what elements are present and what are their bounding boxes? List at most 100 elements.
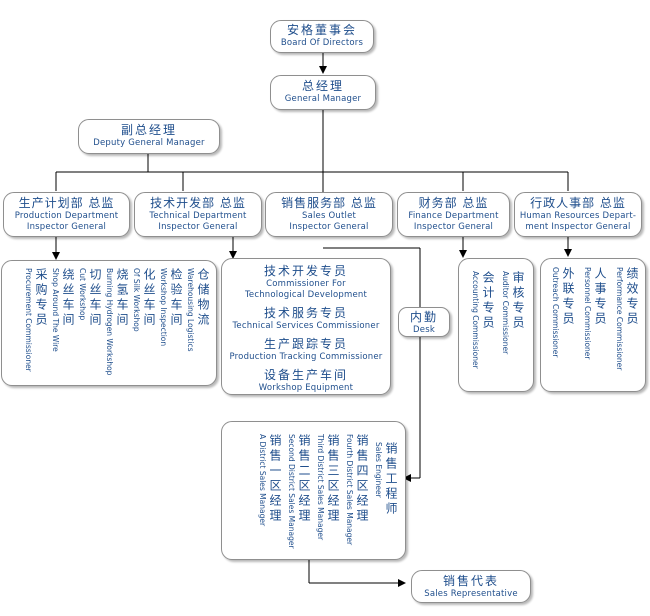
finance-unit-cn: 审核专员 xyxy=(511,271,525,331)
production-unit: 仓储物流 Warehousing Logistics xyxy=(186,268,210,375)
dept-hr-cn: 行政人事部 总监 xyxy=(530,196,626,210)
hr-unit: 绩效专员 Performance Commissioner xyxy=(615,267,639,370)
production-unit-cn: 烧氢车间 xyxy=(115,268,129,328)
dept-technical-cn: 技术开发部 总监 xyxy=(150,196,246,210)
sales-unit: 销售二区经理 Second District Sales Manager xyxy=(287,434,311,549)
finance-unit: 审核专员 Auditor Commissioner xyxy=(501,271,525,369)
production-unit-cn: 绕丝车间 xyxy=(61,268,75,328)
dept-production-en2: Inspector General xyxy=(26,222,107,232)
dept-hr-en1: Human Resources Depart- xyxy=(519,211,637,221)
hr-units-list: 绩效专员 Performance Commissioner 人事专员 Perso… xyxy=(551,267,639,370)
production-unit-cn: 化丝车间 xyxy=(142,268,156,328)
tech-unit: 生产跟踪专员 Production Tracking Commissioner xyxy=(222,337,390,363)
dept-sales: 销售服务部 总监 Sales Outlet Inspector General xyxy=(265,192,393,237)
hr-unit-en: Outreach Commissioner xyxy=(551,267,560,358)
desk-cn: 内勤 xyxy=(409,310,438,324)
hr-unit-cn: 外联专员 xyxy=(561,267,575,327)
hr-unit-en: Performance Commissioner xyxy=(615,267,624,371)
hr-unit: 外联专员 Outreach Commissioner xyxy=(551,267,575,370)
dept-finance-en2: Inspector General xyxy=(413,222,494,232)
general-manager-box: 总经理 General Manager xyxy=(270,75,376,110)
sales-unit-en: Fourth District Sales Manager xyxy=(345,434,354,546)
production-unit-en: Warehousing Logistics xyxy=(186,268,195,352)
tech-unit-cn: 设备生产车间 xyxy=(263,368,348,382)
sales-unit-en: Third District Sales Manager xyxy=(316,434,325,541)
dept-sales-cn: 销售服务部 总监 xyxy=(281,196,377,210)
finance-unit-cn: 会计专员 xyxy=(481,271,495,331)
dept-hr: 行政人事部 总监 Human Resources Depart- ment In… xyxy=(514,192,642,237)
hr-units-box: 绩效专员 Performance Commissioner 人事专员 Perso… xyxy=(540,258,646,392)
dept-production: 生产计划部 总监 Production Department Inspector… xyxy=(3,192,130,237)
desk-box: 内勤 Desk xyxy=(398,307,450,337)
tech-unit: 设备生产车间 Workshop Equipment xyxy=(222,368,390,394)
tech-unit-en1: Commissioner For xyxy=(266,279,346,289)
dept-production-cn: 生产计划部 总监 xyxy=(18,196,115,210)
gm-title-cn: 总经理 xyxy=(301,79,344,93)
finance-unit-en: Auditor Commissioner xyxy=(501,271,510,355)
tech-unit-en1: Workshop Equipment xyxy=(258,383,354,393)
hr-unit-cn: 人事专员 xyxy=(593,267,607,327)
tech-unit-en2: Technological Development xyxy=(244,290,368,300)
finance-units-list: 审核专员 Auditor Commissioner 会计专员 Accountin… xyxy=(471,271,525,369)
finance-unit-en: Accounting Commissioner xyxy=(471,271,480,369)
sales-unit-en: Second District Sales Manager xyxy=(287,434,296,549)
production-units-list: 仓储物流 Warehousing Logistics 检验车间 Workshop… xyxy=(24,268,210,375)
sales-unit: 销售一区经理 A District Sales Manager xyxy=(258,434,282,549)
production-unit-en: Of Silk Workshop xyxy=(132,268,141,332)
dgm-title-cn: 副总经理 xyxy=(120,123,177,137)
sales-unit: 销售四区经理 Fourth District Sales Manager xyxy=(345,434,369,549)
tech-unit-cn: 技术开发专员 xyxy=(263,264,348,278)
dept-technical-en2: Inspector General xyxy=(158,222,238,232)
sales-rep-en: Sales Representative xyxy=(424,589,518,599)
sales-representative-box: 销售代表 Sales Representative xyxy=(411,570,531,603)
tech-unit-en1: Technical Services Commissioner xyxy=(232,321,380,331)
technical-units-box: 技术开发专员 Commissioner For Technological De… xyxy=(221,258,391,395)
board-title-en: Board Of Directors xyxy=(280,38,364,48)
tech-unit: 技术开发专员 Commissioner For Technological De… xyxy=(222,264,390,301)
production-unit: 检验车间 Workshop Inspection xyxy=(159,268,183,375)
sales-unit: 销售三区经理 Third District Sales Manager xyxy=(316,434,340,549)
tech-unit: 技术服务专员 Technical Services Commissioner xyxy=(222,306,390,332)
production-units-box: 仓储物流 Warehousing Logistics 检验车间 Workshop… xyxy=(1,260,217,386)
production-unit-cn: 检验车间 xyxy=(169,268,183,328)
hr-unit: 人事专员 Personnel Commissioner xyxy=(583,267,607,370)
sales-units-list: 销售工程师 Sales Engineer 销售四区经理 Fourth Distr… xyxy=(258,434,398,549)
sales-unit-en: Sales Engineer xyxy=(374,442,383,498)
deputy-general-manager-box: 副总经理 Deputy General Manager xyxy=(78,119,220,154)
dept-finance-en1: Finance Department xyxy=(408,211,499,221)
production-unit-cn: 切丝车间 xyxy=(88,268,102,328)
production-unit: 烧氢车间 Burning Hydrogen Workshop xyxy=(105,268,129,375)
tech-unit-en1: Production Tracking Commissioner xyxy=(229,352,383,362)
dept-hr-en2: ment Inspector General xyxy=(525,222,631,232)
production-unit-cn: 仓储物流 xyxy=(196,268,210,328)
sales-unit-cn: 销售四区经理 xyxy=(355,434,369,524)
dept-finance-cn: 财务部 总监 xyxy=(418,196,489,210)
dept-sales-en1: Sales Outlet xyxy=(301,211,357,221)
sales-unit-cn: 销售三区经理 xyxy=(326,434,340,524)
dept-production-en1: Production Department xyxy=(14,211,119,221)
sales-rep-cn: 销售代表 xyxy=(442,574,499,588)
sales-unit-cn: 销售一区经理 xyxy=(268,434,282,524)
hr-unit-en: Personnel Commissioner xyxy=(583,267,592,360)
hr-unit-cn: 绩效专员 xyxy=(625,267,639,327)
dept-finance: 财务部 总监 Finance Department Inspector Gene… xyxy=(397,192,510,237)
desk-en: Desk xyxy=(413,325,435,335)
production-unit: 化丝车间 Of Silk Workshop xyxy=(132,268,156,375)
sales-unit-cn: 销售二区经理 xyxy=(297,434,311,524)
production-unit-en: Cut Workshop xyxy=(78,268,87,321)
gm-title-en: General Manager xyxy=(284,94,362,104)
production-unit-cn: 采购专员 xyxy=(34,268,48,328)
production-unit-en: Workshop Inspection xyxy=(159,268,168,347)
finance-units-box: 审核专员 Auditor Commissioner 会计专员 Accountin… xyxy=(458,258,534,392)
dgm-title-en: Deputy General Manager xyxy=(93,138,205,148)
production-unit: 切丝车间 Cut Workshop xyxy=(78,268,102,375)
sales-unit: 销售工程师 Sales Engineer xyxy=(374,442,398,549)
production-unit: 采购专员 Procurement Commissioner xyxy=(24,268,48,375)
production-unit-en: Procurement Commissioner xyxy=(24,268,33,372)
dept-sales-en2: Inspector General xyxy=(289,222,369,232)
production-unit-en: Burning Hydrogen Workshop xyxy=(105,268,114,376)
dept-technical: 技术开发部 总监 Technical Department Inspector … xyxy=(134,192,262,237)
sales-unit-cn: 销售工程师 xyxy=(384,442,398,517)
tech-unit-cn: 生产跟踪专员 xyxy=(263,337,348,351)
